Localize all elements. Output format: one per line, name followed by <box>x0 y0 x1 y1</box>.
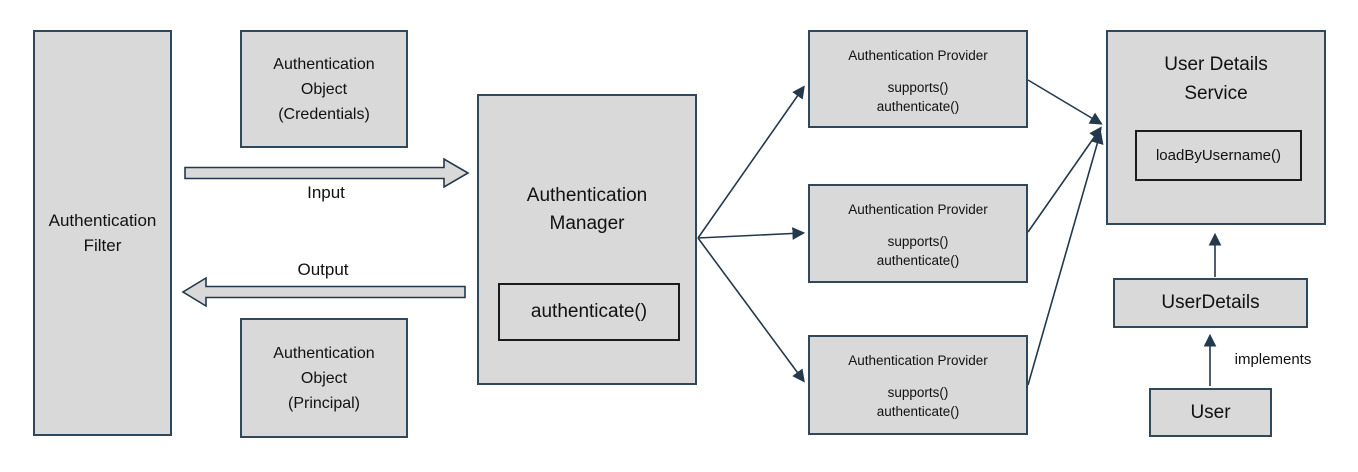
method-label: authenticate() <box>876 253 960 268</box>
method-label: authenticate() <box>530 301 648 322</box>
output-block-arrow <box>181 276 466 308</box>
implements-arrow-label: implements <box>1234 351 1312 368</box>
node-title: Authentication Provider <box>848 353 988 368</box>
node-label-line: UserDetails <box>1161 292 1260 313</box>
output-arrow-label: Output <box>297 260 349 279</box>
node-label-line: Object <box>300 369 348 387</box>
authenticate-method-box: authenticate() <box>498 283 680 341</box>
provider-3-to-uds-arrow <box>1027 130 1104 386</box>
node-label-line: (Principal) <box>287 394 360 412</box>
node-label-line: User Details <box>1164 54 1268 75</box>
node-user-details-service: User Details Service loadByUsername() <box>1106 30 1326 225</box>
method-label: supports() <box>887 234 949 249</box>
node-label-line: Object <box>300 80 348 98</box>
manager-to-provider-1-arrow <box>697 85 805 239</box>
node-userdetails: UserDetails <box>1113 278 1308 328</box>
method-label: loadByUsername() <box>1155 147 1282 164</box>
loadbyusername-method-box: loadByUsername() <box>1135 130 1302 181</box>
node-title: Authentication Provider <box>848 48 988 63</box>
node-label-line: Filter <box>83 236 122 255</box>
node-authentication-provider-1: Authentication Provider supports() authe… <box>808 30 1028 128</box>
node-label-line: Authentication <box>273 55 375 73</box>
input-arrow-label: Input <box>307 183 345 202</box>
method-label: supports() <box>887 385 949 400</box>
node-authentication-object-principal: Authentication Object (Principal) <box>240 318 408 438</box>
node-label-line: (Credentials) <box>278 105 370 123</box>
node-authentication-object-credentials: Authentication Object (Credentials) <box>240 30 408 148</box>
method-label: authenticate() <box>876 99 960 114</box>
manager-to-provider-2-arrow <box>697 227 806 240</box>
node-label-line: Manager <box>549 213 625 234</box>
method-label: authenticate() <box>876 404 960 419</box>
node-label-line: Authentication <box>273 344 375 362</box>
node-authentication-provider-2: Authentication Provider supports() authe… <box>808 184 1028 283</box>
node-authentication-provider-3: Authentication Provider supports() authe… <box>808 335 1028 435</box>
node-label-line: Authentication <box>526 185 648 206</box>
manager-to-provider-3-arrow <box>697 237 805 383</box>
provider-2-to-uds-arrow <box>1027 126 1102 233</box>
provider-1-to-uds-arrow <box>1027 79 1103 125</box>
node-label-line: Authentication <box>48 211 157 230</box>
node-label-line: User <box>1190 401 1231 423</box>
node-authentication-manager: Authentication Manager authenticate() <box>477 94 697 385</box>
node-label-line: Service <box>1184 83 1248 104</box>
node-authentication-filter: Authentication Filter <box>33 30 172 436</box>
method-label: supports() <box>887 80 949 95</box>
node-user: User <box>1149 388 1272 437</box>
node-title: Authentication Provider <box>848 202 988 217</box>
